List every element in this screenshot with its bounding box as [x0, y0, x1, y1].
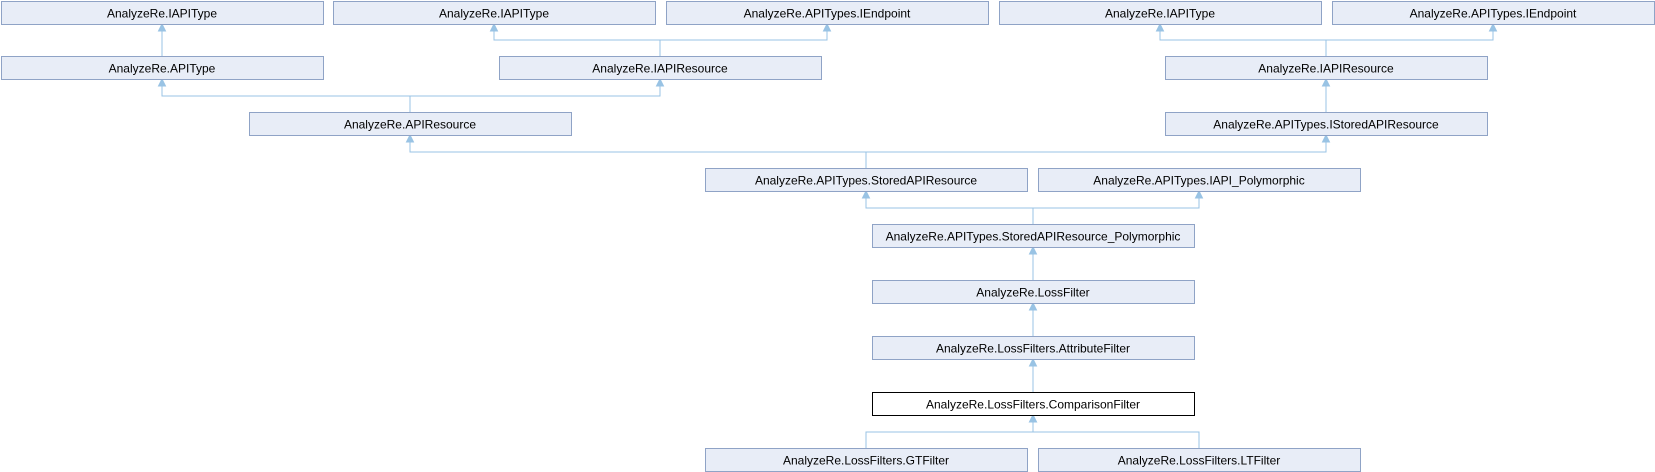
class-node-iapitype-1[interactable]: AnalyzeRe.IAPIType [1, 1, 324, 25]
arrowhead-attributefilter-to-lossfilter [1028, 301, 1038, 311]
edge-gtfilter-to-comparisonfilter [865, 421, 1034, 448]
arrowhead-iapiresource-2-to-iapitype-3 [1155, 22, 1165, 32]
class-node-box-istoredapiresource [1165, 112, 1488, 136]
class-node-iapi-polymorphic[interactable]: AnalyzeRe.APITypes.IAPI_Polymorphic [1038, 168, 1361, 192]
arrowhead-istoredapiresource-to-iapiresource-2 [1321, 77, 1331, 87]
class-node-iendpoint-2[interactable]: AnalyzeRe.APITypes.IEndpoint [1332, 1, 1655, 25]
class-node-apitype[interactable]: AnalyzeRe.APIType [1, 56, 324, 80]
class-node-label-istoredapiresource: AnalyzeRe.APITypes.IStoredAPIResource [1213, 118, 1439, 132]
edge-iapiresource-1-to-iapitype-2 [493, 30, 661, 56]
class-node-label-storedapiresource: AnalyzeRe.APITypes.StoredAPIResource [755, 174, 977, 188]
class-node-box-iapi-polymorphic [1038, 168, 1361, 192]
class-node-label-comparisonfilter: AnalyzeRe.LossFilters.ComparisonFilter [926, 398, 1140, 412]
edge-apiresource-to-apitype [161, 85, 411, 112]
arrowhead-apiresource-to-iapiresource-1 [655, 77, 665, 87]
edge-iapiresource-1-to-iendpoint-1 [659, 30, 828, 56]
class-node-label-iendpoint-1: AnalyzeRe.APITypes.IEndpoint [744, 7, 911, 21]
arrowhead-storedapiresource-to-apiresource [405, 133, 415, 143]
class-node-label-gtfilter: AnalyzeRe.LossFilters.GTFilter [783, 454, 949, 468]
class-node-box-storedapiresource [705, 168, 1028, 192]
arrowhead-apitype-to-iapitype-1 [157, 22, 167, 32]
arrowhead-storedapiresource-to-istoredapiresource [1321, 133, 1331, 143]
arrowhead-iapiresource-1-to-iapitype-2 [489, 22, 499, 32]
class-node-label-iapiresource-1: AnalyzeRe.IAPIResource [592, 62, 728, 76]
class-node-label-apitype: AnalyzeRe.APIType [109, 62, 216, 76]
class-node-label-storedapiresource-polymorphic: AnalyzeRe.APITypes.StoredAPIResource_Pol… [886, 230, 1181, 244]
class-node-ltfilter[interactable]: AnalyzeRe.LossFilters.LTFilter [1038, 448, 1361, 472]
class-node-iendpoint-1[interactable]: AnalyzeRe.APITypes.IEndpoint [666, 1, 989, 25]
class-node-label-attributefilter: AnalyzeRe.LossFilters.AttributeFilter [936, 342, 1130, 356]
edge-storedapiresource-to-istoredapiresource [865, 141, 1327, 168]
arrowhead-comparisonfilter-to-attributefilter [1028, 357, 1038, 367]
edge-storedapiresource-polymorphic-to-iapi-polymorphic [1032, 197, 1200, 224]
edge-iapiresource-2-to-iendpoint-2 [1325, 30, 1494, 56]
arrowhead-lossfilter-to-storedapiresource-polymorphic [1028, 245, 1038, 255]
class-node-label-iapitype-2: AnalyzeRe.IAPIType [439, 7, 549, 21]
class-node-label-ltfilter: AnalyzeRe.LossFilters.LTFilter [1118, 454, 1281, 468]
class-node-label-iapiresource-2: AnalyzeRe.IAPIResource [1258, 62, 1394, 76]
class-node-label-iapitype-1: AnalyzeRe.IAPIType [107, 7, 217, 21]
class-node-label-iapi-polymorphic: AnalyzeRe.APITypes.IAPI_Polymorphic [1093, 174, 1304, 188]
arrowhead-storedapiresource-polymorphic-to-storedapiresource [861, 189, 871, 199]
class-node-label-lossfilter: AnalyzeRe.LossFilter [976, 286, 1089, 300]
class-node-label-iapitype-3: AnalyzeRe.IAPIType [1105, 7, 1215, 21]
edge-apiresource-to-iapiresource-1 [409, 85, 661, 112]
edge-storedapiresource-polymorphic-to-storedapiresource [865, 197, 1034, 224]
class-node-box-iendpoint-1 [666, 1, 989, 25]
edge-iapiresource-2-to-iapitype-3 [1159, 30, 1327, 56]
class-node-attributefilter[interactable]: AnalyzeRe.LossFilters.AttributeFilter [872, 336, 1195, 360]
class-node-box-iapitype-2 [333, 1, 656, 25]
edge-storedapiresource-to-apiresource [409, 141, 867, 168]
class-node-iapiresource-1[interactable]: AnalyzeRe.IAPIResource [499, 56, 822, 80]
arrowhead-iapiresource-2-to-iendpoint-2 [1488, 22, 1498, 32]
class-node-box-iapiresource-2 [1165, 56, 1488, 80]
class-node-box-comparisonfilter [872, 392, 1195, 416]
arrowhead-iapiresource-1-to-iendpoint-1 [822, 22, 832, 32]
class-node-apiresource[interactable]: AnalyzeRe.APIResource [249, 112, 572, 136]
edge-ltfilter-to-comparisonfilter [1032, 421, 1200, 448]
inheritance-edges [157, 22, 1498, 448]
class-node-comparisonfilter: AnalyzeRe.LossFilters.ComparisonFilter [872, 392, 1195, 416]
class-node-box-iapiresource-1 [499, 56, 822, 80]
class-node-gtfilter[interactable]: AnalyzeRe.LossFilters.GTFilter [705, 448, 1028, 472]
arrowhead-ltfilter-to-comparisonfilter [1028, 413, 1038, 423]
class-node-label-iendpoint-2: AnalyzeRe.APITypes.IEndpoint [1410, 7, 1577, 21]
class-node-iapitype-2[interactable]: AnalyzeRe.IAPIType [333, 1, 656, 25]
class-node-box-iapitype-3 [999, 1, 1322, 25]
arrowhead-storedapiresource-polymorphic-to-iapi-polymorphic [1194, 189, 1204, 199]
class-node-box-iapitype-1 [1, 1, 324, 25]
class-node-storedapiresource[interactable]: AnalyzeRe.APITypes.StoredAPIResource [705, 168, 1028, 192]
class-node-box-lossfilter [872, 280, 1195, 304]
class-node-label-apiresource: AnalyzeRe.APIResource [344, 118, 476, 132]
class-node-box-apitype [1, 56, 324, 80]
arrowhead-apiresource-to-apitype [157, 77, 167, 87]
class-node-iapitype-3[interactable]: AnalyzeRe.IAPIType [999, 1, 1322, 25]
class-node-iapiresource-2[interactable]: AnalyzeRe.IAPIResource [1165, 56, 1488, 80]
class-node-istoredapiresource[interactable]: AnalyzeRe.APITypes.IStoredAPIResource [1165, 112, 1488, 136]
class-node-box-storedapiresource-polymorphic [872, 224, 1195, 248]
class-node-box-attributefilter [872, 336, 1195, 360]
class-node-box-apiresource [249, 112, 572, 136]
class-node-lossfilter[interactable]: AnalyzeRe.LossFilter [872, 280, 1195, 304]
class-node-storedapiresource-polymorphic[interactable]: AnalyzeRe.APITypes.StoredAPIResource_Pol… [872, 224, 1195, 248]
